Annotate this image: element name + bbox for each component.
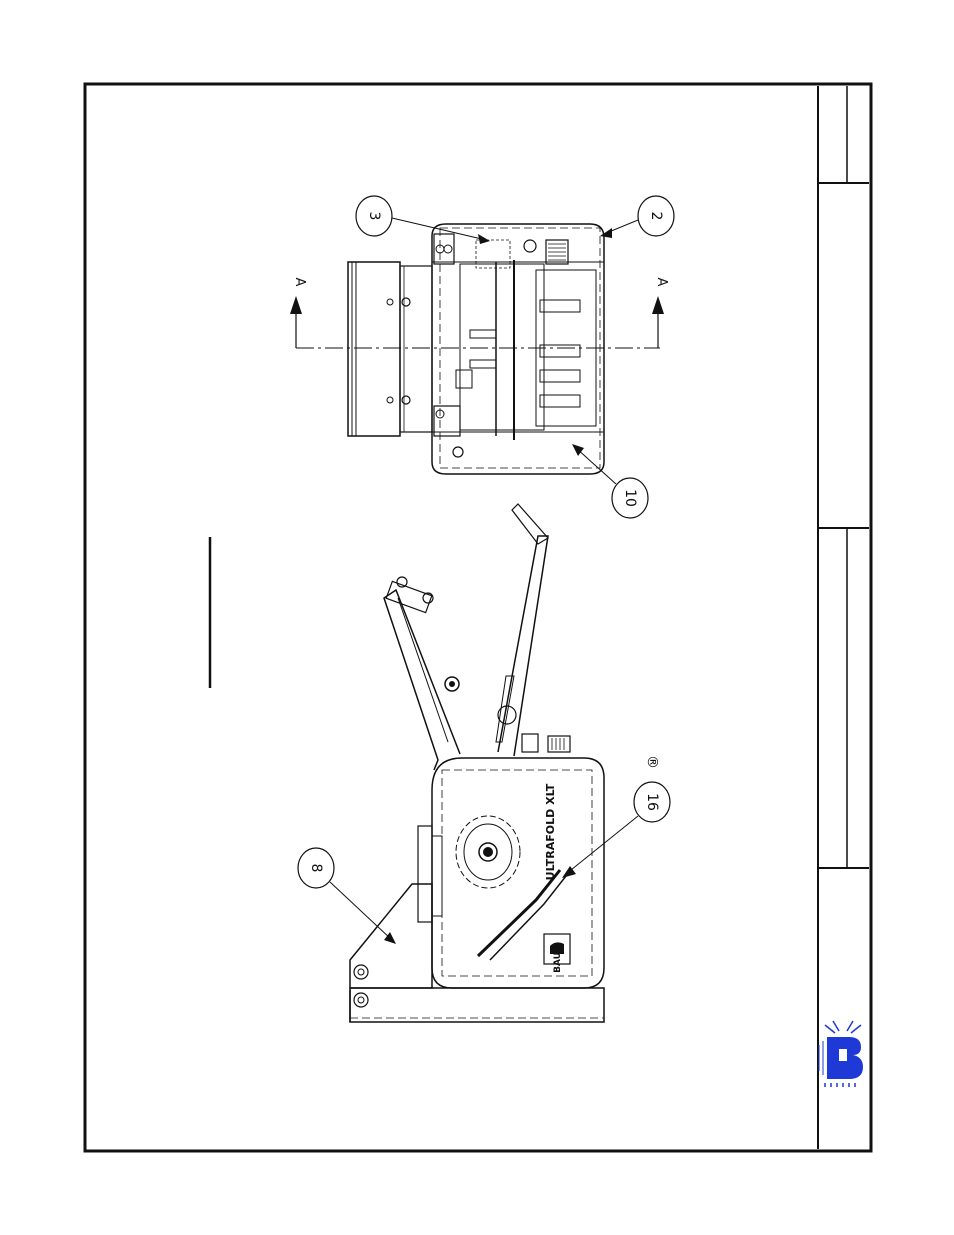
callout-label-2: 2 <box>648 212 664 221</box>
section-mark-left: A <box>292 278 307 287</box>
baum-logo <box>819 1021 863 1087</box>
sheet-border <box>85 84 871 1151</box>
section-mark-right: A <box>654 278 669 287</box>
callout-label-3: 3 <box>366 212 382 221</box>
registered-mark: ® <box>644 755 660 769</box>
side-view <box>350 504 604 1022</box>
callout-label-16: 16 <box>644 793 660 811</box>
callout-label-8: 8 <box>308 864 324 873</box>
top-view <box>290 224 664 474</box>
model-label: ULTRAFOLD XLT <box>544 783 557 880</box>
callout-label-10: 10 <box>622 489 638 507</box>
brand-label: BAUM <box>553 943 563 973</box>
callout-8 <box>298 848 396 944</box>
